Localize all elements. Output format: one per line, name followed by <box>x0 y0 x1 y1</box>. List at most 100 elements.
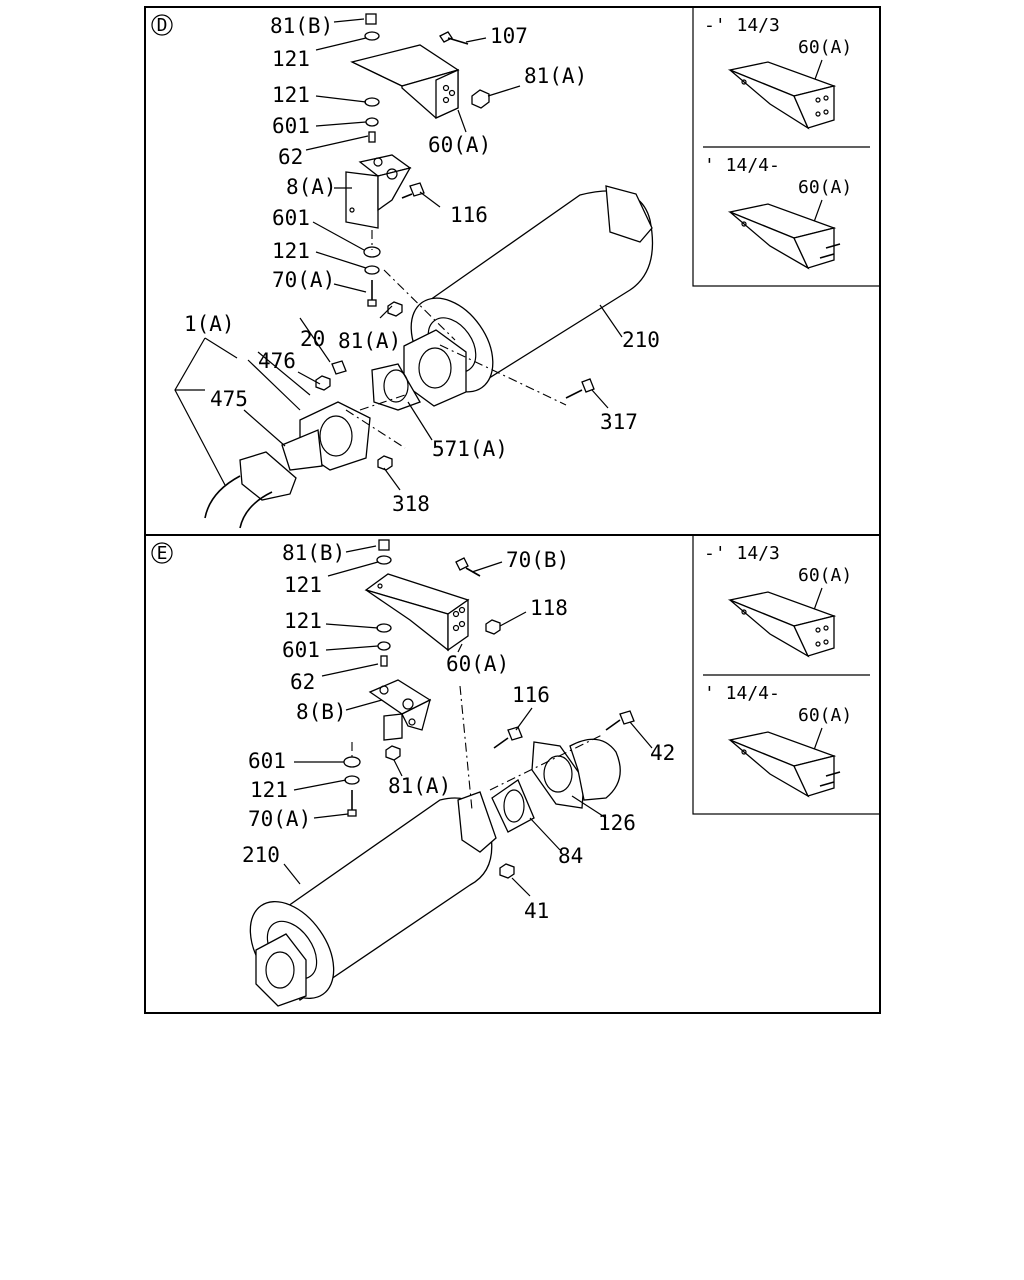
bolt-107 <box>439 31 469 45</box>
nut-476 <box>315 375 331 391</box>
bolt-70a-e <box>347 790 357 817</box>
labels-e: 81(B) 70(B) 121 118 121 601 60(A) 62 116… <box>242 541 675 923</box>
inset-d-bottom-part: 60(A) <box>798 177 852 198</box>
label-20: 20 <box>300 327 325 351</box>
inset-e-top-part: 60(A) <box>798 565 852 586</box>
label-121-top-e: 121 <box>284 573 322 597</box>
label-601-top-e: 601 <box>282 638 320 662</box>
label-107: 107 <box>490 24 528 48</box>
bolt-116-e <box>493 726 523 749</box>
label-318: 318 <box>392 492 430 516</box>
label-70a-e: 70(A) <box>248 807 311 831</box>
label-81b: 81(B) <box>270 14 333 38</box>
label-121-top: 121 <box>272 47 310 71</box>
label-475: 475 <box>210 387 248 411</box>
washer-121-mid-e <box>376 623 392 633</box>
rubber-601-low-e <box>343 756 361 768</box>
label-70b: 70(B) <box>506 548 569 572</box>
label-210-e: 210 <box>242 843 280 867</box>
inset-d-bottom-date: ' 14/4- <box>704 155 780 176</box>
bolt-20 <box>331 360 347 375</box>
washer-121-top-e <box>376 555 392 565</box>
label-121-low: 121 <box>272 239 310 263</box>
label-62: 62 <box>278 145 303 169</box>
bracket-8a <box>345 154 412 229</box>
panel-e: E <box>144 534 881 1014</box>
rubber-601-top-e <box>377 641 391 651</box>
label-41: 41 <box>524 899 549 923</box>
label-8b: 8(B) <box>296 700 347 724</box>
nut-318 <box>377 455 393 471</box>
rubber-601-top <box>365 117 379 127</box>
pipe-1a <box>204 401 371 529</box>
label-116-e: 116 <box>512 683 550 707</box>
bracket-60a <box>350 44 460 120</box>
bolt-116 <box>401 182 425 199</box>
label-121-mid-e: 121 <box>284 609 322 633</box>
leaders-d <box>174 18 623 491</box>
panel-d-marker: D <box>151 14 173 36</box>
label-81a-mid: 81(A) <box>338 329 401 353</box>
labels-d: 81(B) 121 107 81(A) 121 601 62 60(A) 8(A… <box>184 14 660 516</box>
washer-121-low <box>364 265 380 275</box>
inset-d-top: -' 14/3 60(A) <box>704 15 852 130</box>
panel-e-letter: E <box>157 543 168 564</box>
label-317: 317 <box>600 410 638 434</box>
pin-62 <box>368 131 376 143</box>
panel-d: D <box>144 6 881 536</box>
label-118: 118 <box>530 596 568 620</box>
bolt-70a <box>367 280 377 307</box>
label-126: 126 <box>598 811 636 835</box>
leaders-e <box>283 545 653 897</box>
label-81b-e: 81(B) <box>282 541 345 565</box>
inset-e-top: -' 14/3 60(A) <box>704 543 852 658</box>
label-1a: 1(A) <box>184 312 235 336</box>
inset-e-bottom-part: 60(A) <box>798 705 852 726</box>
rubber-601-low <box>363 246 381 258</box>
gasket-571a <box>371 363 421 411</box>
bracket-8b <box>368 679 432 741</box>
label-81a-e: 81(A) <box>388 774 451 798</box>
label-8a: 8(A) <box>286 175 337 199</box>
label-62-e: 62 <box>290 670 315 694</box>
bolt-42 <box>605 710 635 731</box>
label-210: 210 <box>622 328 660 352</box>
nut-41 <box>499 863 515 879</box>
bolt-70b <box>455 557 481 577</box>
assembly-lines-e <box>351 685 605 811</box>
inset-e-bottom-date: ' 14/4- <box>704 683 780 704</box>
panel-d-inset-frame <box>692 6 881 287</box>
label-476: 476 <box>258 349 296 373</box>
pipe-126 <box>531 738 621 809</box>
panel-e-inset-frame <box>692 534 881 815</box>
label-42: 42 <box>650 741 675 765</box>
label-116: 116 <box>450 203 488 227</box>
muffler-210 <box>403 185 654 407</box>
inset-d-bottom: ' 14/4- 60(A) <box>704 155 852 270</box>
label-601-low-e: 601 <box>248 749 286 773</box>
label-601-low: 601 <box>272 206 310 230</box>
label-81a-top: 81(A) <box>524 64 587 88</box>
inset-d-top-part: 60(A) <box>798 37 852 58</box>
label-84: 84 <box>558 844 583 868</box>
label-121-mid: 121 <box>272 83 310 107</box>
washer-121-mid <box>364 97 380 107</box>
nut-81a-mid <box>387 301 403 317</box>
bolt-317 <box>565 378 595 399</box>
nut-81a <box>471 89 490 109</box>
gasket-84 <box>491 779 535 833</box>
nut-81b-e <box>378 539 390 551</box>
muffler-210-e <box>249 791 497 1007</box>
panel-d-letter: D <box>157 15 168 36</box>
inset-e-bottom: ' 14/4- 60(A) <box>704 683 852 798</box>
washer-121-top <box>364 31 380 41</box>
washer-121-low-e <box>344 775 360 785</box>
bracket-60a-e <box>364 573 470 652</box>
label-601-top: 601 <box>272 114 310 138</box>
assembly-lines-d <box>345 230 567 449</box>
panel-e-marker: E <box>151 542 173 564</box>
nut-81b <box>365 13 377 25</box>
inset-d-top-date: -' 14/3 <box>704 15 780 36</box>
pin-62-e <box>380 655 388 667</box>
